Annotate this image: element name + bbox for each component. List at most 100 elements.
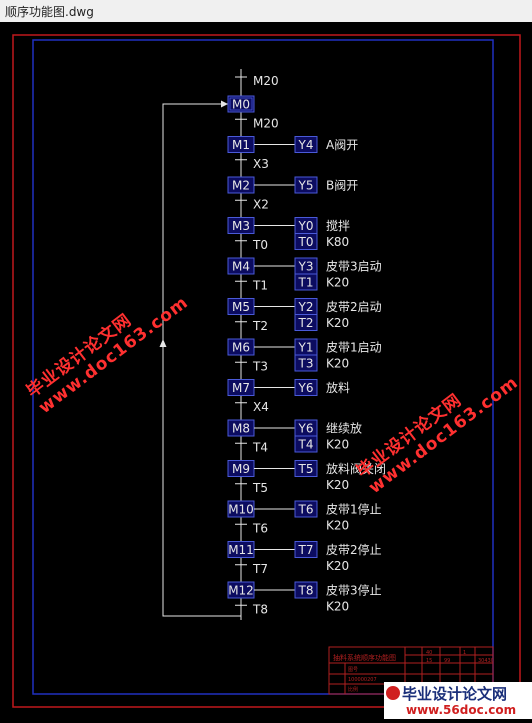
action-output: Y2 [298, 300, 314, 314]
title-cell: 1 [463, 650, 466, 656]
action-desc: 皮带1启动 [326, 341, 382, 355]
transition-label: M20 [253, 74, 279, 88]
title-cell: 99 [444, 658, 450, 664]
action-desc: 放料 [326, 380, 350, 395]
action-output: T6 [298, 503, 314, 517]
timer-box [294, 314, 318, 331]
action-output: Y6 [298, 422, 314, 436]
action-box [294, 581, 318, 599]
timer-preset: K20 [326, 276, 349, 290]
timer-preset: K20 [326, 316, 349, 330]
transition-label: T5 [252, 481, 268, 495]
transition-label: T2 [252, 319, 268, 333]
step-label: M9 [232, 462, 250, 476]
step-label: M4 [232, 260, 250, 274]
timer-box [294, 273, 318, 291]
step-box [227, 95, 255, 113]
timer-box [294, 354, 318, 372]
transition-label: T3 [252, 359, 268, 373]
sfc-diagram: 抽料系统顺序功能图 40 1 15 99 30430 图号 100000207 … [12, 34, 521, 708]
title-block: 抽料系统顺序功能图 40 1 15 99 30430 图号 100000207 … [328, 646, 494, 695]
transition-label: X3 [253, 157, 269, 171]
arrow-head [221, 100, 228, 108]
action-desc: B阀开 [326, 179, 358, 193]
action-desc: 皮带3停止 [326, 583, 382, 598]
action-desc: 皮带2停止 [326, 542, 382, 557]
action-desc: 皮带1停止 [326, 502, 382, 517]
action-box [294, 176, 318, 194]
timer-box [294, 435, 318, 453]
transition-label: T8 [252, 602, 268, 616]
title-cell: 图号 [348, 667, 358, 673]
timer-preset: K80 [326, 235, 349, 249]
step-label: M10 [228, 503, 254, 517]
timer-label: T2 [298, 316, 314, 330]
transition-label: T4 [252, 440, 268, 454]
transition-label: X4 [253, 400, 269, 414]
step-label: M0 [232, 98, 250, 112]
action-output: Y6 [298, 381, 314, 395]
drawing-canvas[interactable]: 抽料系统顺序功能图 40 1 15 99 30430 图号 100000207 … [0, 22, 532, 719]
window-title: 顺序功能图.dwg [5, 5, 94, 19]
action-output: Y0 [298, 219, 314, 233]
timer-preset: K20 [326, 357, 349, 371]
timer-preset: K20 [326, 478, 349, 492]
brand-name: 毕业设计论文网 [402, 685, 508, 703]
window-titlebar: 顺序功能图.dwg [0, 0, 532, 23]
step-label: M5 [232, 300, 250, 314]
step-label: M2 [232, 179, 250, 193]
action-output: Y1 [298, 341, 314, 355]
brand-logo-icon [386, 686, 400, 700]
action-box [294, 460, 318, 477]
timer-label: T4 [298, 438, 314, 452]
timer-label: T0 [298, 235, 314, 249]
action-desc: 放料阀关闭 [326, 461, 386, 476]
loop-back-line [162, 103, 242, 617]
action-desc: 继续放 [326, 421, 362, 436]
action-output: Y4 [298, 138, 314, 152]
title-cell: 30430 [478, 658, 494, 664]
action-desc: A阀开 [326, 138, 358, 152]
transition-label: T6 [252, 521, 268, 535]
outer-frame [12, 34, 521, 708]
action-desc: 皮带2启动 [326, 300, 382, 314]
action-output: T7 [298, 543, 314, 557]
title-cell: 比例 [348, 686, 358, 693]
step-label: M6 [232, 341, 250, 355]
action-desc: 搅拌 [326, 218, 350, 233]
action-box [294, 136, 318, 153]
step-label: M1 [232, 138, 250, 152]
timer-preset: K20 [326, 519, 349, 533]
action-output: T8 [298, 584, 314, 598]
action-box [294, 500, 318, 518]
arrow-head [159, 339, 167, 347]
transition-label: T1 [252, 278, 268, 292]
action-output: Y5 [298, 179, 314, 193]
title-cell: 40 [426, 650, 432, 656]
action-output: T5 [298, 462, 314, 476]
step-label: M3 [232, 219, 250, 233]
brand-badge: 毕业设计论文网 www.56doc.com [384, 682, 532, 719]
initial-step-inner [229, 97, 253, 111]
transition-label: T7 [252, 562, 268, 576]
timer-preset: K20 [326, 438, 349, 452]
brand-url: www.56doc.com [406, 703, 517, 717]
step-label: M12 [228, 584, 254, 598]
step-label: M7 [232, 381, 250, 395]
timer-preset: K20 [326, 600, 349, 614]
inner-frame [32, 39, 494, 695]
title-block-title: 抽料系统顺序功能图 [333, 653, 396, 662]
transition-label: X2 [253, 197, 269, 211]
step-label: M11 [228, 543, 254, 557]
transition-label: M20 [253, 116, 279, 130]
timer-preset: K20 [326, 559, 349, 573]
step-label: M8 [232, 422, 250, 436]
action-box [294, 379, 318, 396]
timer-label: T3 [298, 357, 314, 371]
transition-label: T0 [252, 238, 268, 252]
action-box [294, 541, 318, 558]
timer-label: T1 [298, 276, 314, 290]
timer-box [294, 233, 318, 250]
action-desc: 皮带3启动 [326, 260, 382, 274]
